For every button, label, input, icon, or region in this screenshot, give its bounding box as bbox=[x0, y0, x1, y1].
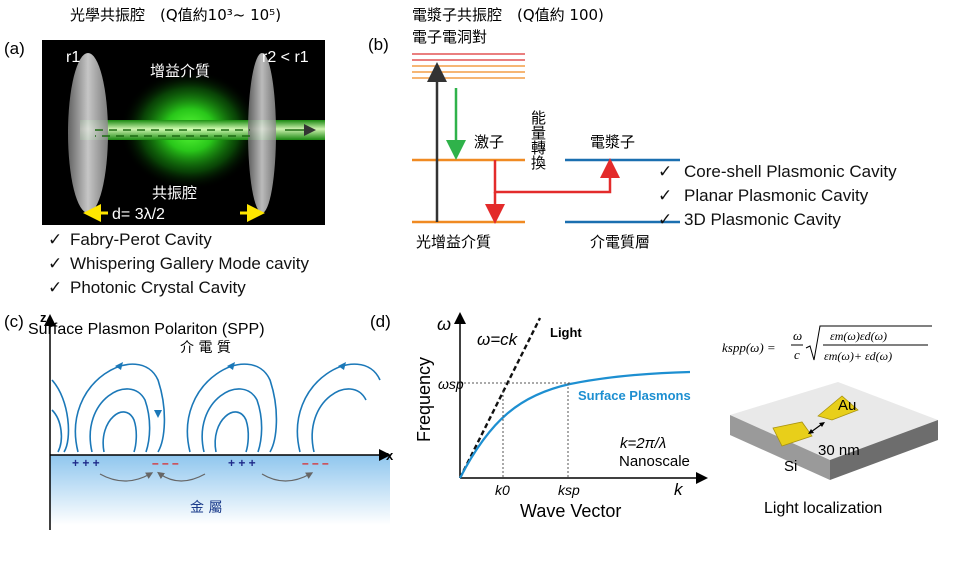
check-icon: ✓ bbox=[48, 254, 62, 273]
nanoscale-label: Nanoscale bbox=[619, 453, 690, 470]
dispersion-label: ω=ck bbox=[477, 330, 519, 349]
metal-label: 金 屬 bbox=[190, 500, 222, 516]
mirror-right bbox=[248, 53, 276, 213]
formula-c: c bbox=[794, 347, 800, 362]
list-item: Planar Plasmonic Cavity bbox=[684, 186, 869, 205]
wavenumber-label: k=2π/λ bbox=[620, 435, 666, 452]
panel-a-label: (a) bbox=[4, 39, 25, 58]
panel-a-list: ✓ Fabry-Perot Cavity ✓ Whispering Galler… bbox=[48, 230, 310, 297]
list-item: Whispering Gallery Mode cavity bbox=[70, 254, 310, 273]
formula-denominator: εm(ω)+ εd(ω) bbox=[824, 349, 892, 363]
formula-numerator: εm(ω)εd(ω) bbox=[830, 329, 887, 343]
au-label: Au bbox=[838, 397, 856, 414]
charge-negative: – – – bbox=[152, 456, 179, 470]
panel-c-title: Surface Plasmon Polariton (SPP) bbox=[28, 321, 265, 338]
beam-arrows bbox=[95, 129, 250, 137]
k0-label: k0 bbox=[495, 482, 510, 498]
metal-region bbox=[50, 455, 390, 525]
panel-b-label: (b) bbox=[368, 35, 389, 54]
frequency-label: Frequency bbox=[414, 357, 434, 442]
panel-d-label: (d) bbox=[370, 312, 391, 331]
au-nanoprism bbox=[817, 395, 859, 421]
substrate-side bbox=[830, 420, 938, 480]
exciton-label: 激子 bbox=[474, 133, 504, 151]
check-icon: ✓ bbox=[658, 186, 672, 205]
panel-a-title: 光學共振腔 (Q值約10³~ 10⁵) bbox=[70, 6, 281, 24]
charge-negative: – – – bbox=[302, 456, 329, 470]
mirror-left bbox=[68, 53, 108, 213]
upper-levels bbox=[412, 53, 525, 79]
gap-arrow bbox=[810, 423, 823, 433]
field-lines bbox=[51, 363, 381, 453]
sp-curve-label: Surface Plasmons bbox=[578, 388, 691, 403]
mirror-left-label: r1 bbox=[66, 49, 80, 66]
cavity-label: 共振腔 bbox=[152, 184, 197, 202]
gain-label: 增益介質 bbox=[150, 62, 210, 80]
light-line bbox=[458, 317, 542, 479]
pair-label: 電子電洞對 bbox=[412, 28, 487, 46]
list-item: Fabry-Perot Cavity bbox=[70, 230, 212, 249]
wave-vector-label: Wave Vector bbox=[520, 501, 621, 521]
panel-b: 電漿子共振腔 (Q值約 100) (b) 電子電洞對 激子 能量轉換 電漿子 光… bbox=[368, 6, 897, 251]
panel-b-title: 電漿子共振腔 (Q值約 100) bbox=[412, 6, 604, 24]
panel-d: (d) ω Frequency Wave Vector k ω=ck Light… bbox=[370, 312, 938, 521]
formula-sqrt bbox=[805, 325, 932, 361]
ksp-label: ksp bbox=[558, 482, 580, 498]
panel-b-list: ✓ Core-shell Plasmonic Cavity ✓ Planar P… bbox=[658, 162, 897, 229]
check-icon: ✓ bbox=[48, 230, 62, 249]
substrate-front bbox=[730, 415, 830, 480]
k-axis-label: k bbox=[674, 480, 684, 499]
gain-medium-label: 光增益介質 bbox=[416, 233, 491, 251]
field-arrowheads bbox=[115, 362, 346, 418]
check-icon: ✓ bbox=[48, 278, 62, 297]
check-icon: ✓ bbox=[658, 210, 672, 229]
dielectric-layer-label: 介電質層 bbox=[590, 233, 650, 251]
light-label: Light bbox=[550, 325, 582, 340]
si-label: Si bbox=[784, 458, 797, 475]
omega-sp-label: ωsp bbox=[438, 376, 464, 392]
charge-positive: + + + bbox=[72, 456, 100, 470]
length-label: d= 3λ/2 bbox=[112, 206, 165, 223]
z-axis-label: z bbox=[40, 310, 47, 325]
gap-label: 30 nm bbox=[818, 442, 860, 459]
omega-axis-label: ω bbox=[437, 314, 451, 334]
nanostructure-image: Au Si 30 nm bbox=[730, 382, 938, 480]
panel-a: 光學共振腔 (Q值約10³~ 10⁵) (a) r1 r2 < r1 增益介質 … bbox=[4, 6, 325, 297]
surface-current-arrows bbox=[99, 471, 314, 482]
substrate-top bbox=[730, 382, 938, 460]
x-axis-label: x bbox=[386, 448, 394, 463]
si-nanoprism bbox=[772, 421, 813, 447]
transfer-label: 能量轉換 bbox=[529, 110, 547, 171]
sp-dispersion-curve bbox=[459, 370, 691, 479]
gap-arrowhead-right bbox=[819, 422, 825, 427]
charge-positive: + + + bbox=[228, 456, 256, 470]
dielectric-label: 介 電 質 bbox=[180, 340, 231, 356]
gap-arrowhead-left bbox=[808, 429, 814, 434]
list-item: Photonic Crystal Cavity bbox=[70, 278, 246, 297]
list-item: Core-shell Plasmonic Cavity bbox=[684, 162, 897, 181]
plasmon-label: 電漿子 bbox=[590, 133, 635, 151]
charge-labels: + + + – – – + + + – – – bbox=[72, 456, 329, 470]
panel-c-label: (c) bbox=[4, 312, 24, 331]
check-icon: ✓ bbox=[658, 162, 672, 181]
mirror-right-label: r2 < r1 bbox=[262, 49, 309, 66]
transfer-arrow bbox=[493, 158, 620, 194]
formula-left: kspp(ω) = bbox=[722, 340, 776, 355]
spp-formula: kspp(ω) = ω c εm(ω)εd(ω) εm(ω)+ εd(ω) bbox=[722, 325, 932, 363]
list-item: 3D Plasmonic Cavity bbox=[684, 210, 841, 229]
formula-omega: ω bbox=[793, 328, 802, 343]
panel-c: (c) Surface Plasmon Polariton (SPP) 介 電 … bbox=[4, 310, 394, 530]
localization-caption: Light localization bbox=[764, 500, 882, 517]
